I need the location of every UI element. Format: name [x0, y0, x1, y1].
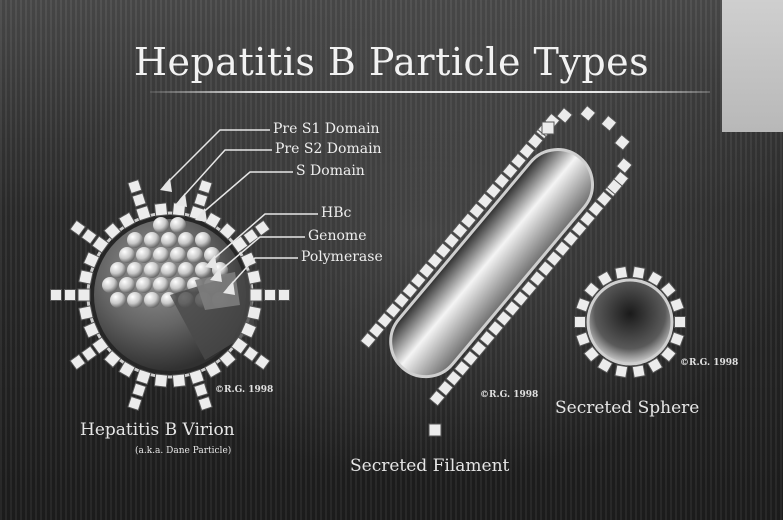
core-bead	[170, 247, 186, 263]
envelope-protein-cube	[79, 270, 93, 284]
virion-subcaption: (a.k.a. Dane Particle)	[135, 446, 231, 456]
filament-protein-cube	[542, 122, 554, 134]
envelope-protein-cube	[172, 374, 185, 387]
core-bead	[153, 247, 169, 263]
sphere-protein-cube	[576, 332, 590, 346]
virion-particle	[51, 180, 290, 411]
spike-protein-cube	[65, 290, 76, 301]
sphere-protein-cube	[670, 298, 684, 312]
envelope-protein-cube	[247, 270, 261, 284]
sphere-protein-cube	[615, 365, 628, 378]
core-bead	[153, 217, 169, 233]
label-s-domain: S Domain	[296, 163, 365, 179]
virion-caption: Hepatitis B Virion	[80, 420, 235, 440]
core-bead	[178, 262, 194, 278]
core-bead	[144, 292, 160, 308]
core-bead	[119, 247, 135, 263]
sphere-protein-cube	[576, 298, 590, 312]
spike-protein-cube	[265, 290, 276, 301]
spike-protein-cube	[51, 290, 62, 301]
core-bead	[187, 247, 203, 263]
core-bead	[161, 262, 177, 278]
sphere-protein-cube	[615, 266, 628, 279]
core-bead	[136, 277, 152, 293]
spike-protein-cube	[70, 220, 85, 235]
sphere-copyright: ©R.G. 1998	[680, 358, 738, 368]
core-bead	[144, 262, 160, 278]
core-bead	[110, 262, 126, 278]
sphere-protein-cube	[575, 317, 586, 328]
envelope-protein-cube	[154, 374, 167, 387]
sphere-protein-cube	[675, 317, 686, 328]
core-bead	[144, 232, 160, 248]
core-bead	[127, 232, 143, 248]
filament-protein-cube	[601, 116, 616, 131]
core-bead	[153, 277, 169, 293]
envelope-protein-cube	[78, 289, 90, 301]
sphere-caption: Secreted Sphere	[555, 398, 699, 418]
label-pre-s2-domain: Pre S2 Domain	[275, 141, 382, 157]
spike-protein-cube	[132, 383, 146, 397]
spike-protein-cube	[128, 180, 142, 194]
label-genome: Genome	[308, 228, 366, 244]
filament-protein-cube	[429, 424, 441, 436]
envelope-protein-cube	[250, 289, 262, 301]
core-bead	[119, 277, 135, 293]
spike-protein-cube	[70, 354, 85, 369]
core-bead	[127, 292, 143, 308]
filament-protein-cube	[580, 106, 595, 121]
sphere-protein-cube	[670, 332, 684, 346]
core-bead	[136, 247, 152, 263]
core-bead	[170, 217, 186, 233]
core-bead	[161, 232, 177, 248]
spike-protein-cube	[194, 193, 208, 207]
filament-particle	[360, 106, 632, 436]
core-bead	[170, 277, 186, 293]
spike-protein-cube	[128, 396, 142, 410]
label-hbc: HBc	[321, 205, 351, 221]
core-bead	[102, 277, 118, 293]
envelope-protein-cube	[247, 306, 261, 320]
spike-protein-cube	[194, 383, 208, 397]
core-bead	[110, 292, 126, 308]
envelope-protein-cube	[154, 203, 167, 216]
filament-protein-cube	[615, 135, 630, 150]
envelope-protein-cube	[79, 306, 93, 320]
filament-caption: Secreted Filament	[350, 456, 509, 476]
spike-protein-cube	[132, 193, 146, 207]
core-bead	[127, 262, 143, 278]
spike-protein-cube	[198, 396, 212, 410]
label-polymerase: Polymerase	[301, 249, 383, 265]
sphere-protein-cube	[632, 365, 645, 378]
sphere-particle	[575, 266, 686, 377]
spike-protein-cube	[279, 290, 290, 301]
spike-protein-cube	[198, 180, 212, 194]
core-bead	[178, 232, 194, 248]
filament-copyright: ©R.G. 1998	[480, 390, 538, 400]
filament-protein-cube	[617, 158, 632, 173]
label-pre-s1-domain: Pre S1 Domain	[273, 121, 380, 137]
virion-copyright: ©R.G. 1998	[215, 385, 273, 395]
spike-protein-cube	[255, 354, 270, 369]
sphere-protein-cube	[632, 266, 645, 279]
spike-protein-cube	[255, 220, 270, 235]
core-bead	[195, 232, 211, 248]
